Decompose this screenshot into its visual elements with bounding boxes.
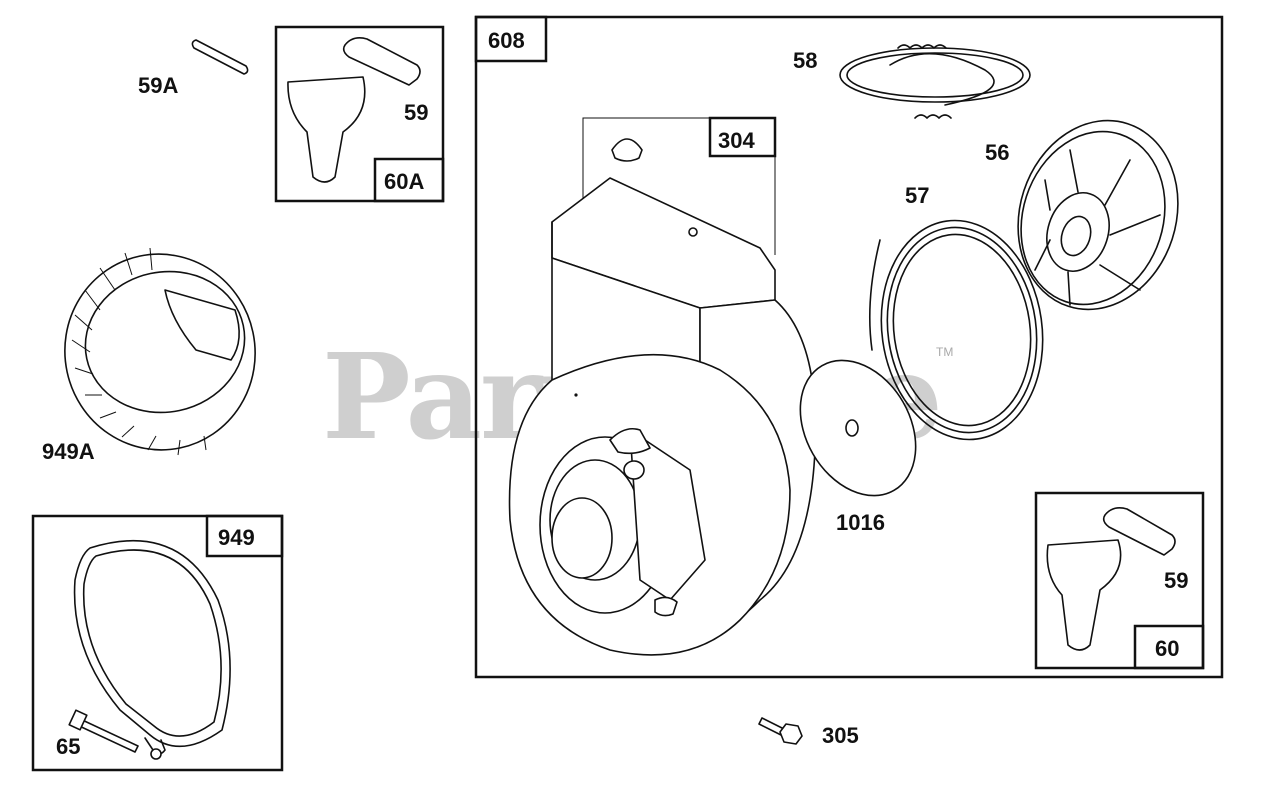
screw-head-icon [68, 709, 88, 731]
starter-body-block [629, 429, 706, 601]
callout-60A[interactable]: 60A [384, 169, 424, 194]
pin-59A[interactable]: 59A [138, 39, 249, 98]
pin-icon [191, 39, 249, 75]
callout-65[interactable]: 65 [56, 734, 80, 759]
handle-insert-right-icon [1102, 507, 1176, 556]
pulley-spokes [1034, 149, 1161, 306]
pulley-hub [1046, 192, 1110, 272]
callout-304[interactable]: 304 [718, 128, 755, 153]
screen-clamp-949-frame [31, 514, 284, 772]
spring-coil-2 [886, 226, 1038, 434]
screw-305-head-icon [779, 723, 803, 745]
handle-kit-60[interactable]: 60 59 [1034, 491, 1205, 670]
callout-304-box [708, 116, 777, 158]
callout-59-left[interactable]: 59 [404, 100, 428, 125]
handle-grip-left-icon [287, 76, 366, 183]
callout-949A[interactable]: 949A [42, 439, 95, 464]
handle-grip-right-icon [1046, 539, 1122, 651]
pulley-56[interactable]: 56 [985, 100, 1202, 331]
callout-305[interactable]: 305 [822, 723, 859, 748]
callout-58[interactable]: 58 [793, 48, 817, 73]
handle-kit-60A[interactable]: 60A 59 [274, 25, 445, 203]
washer-1016[interactable]: 1016 [777, 340, 939, 535]
handle-kit-60A-frame [274, 25, 445, 203]
blower-housing-304[interactable]: 304 [508, 116, 817, 656]
screw-65[interactable]: 65 [56, 709, 139, 759]
washer-hole [845, 419, 859, 437]
assembly-608[interactable]: 608 [474, 15, 1224, 679]
callout-60A-box [373, 157, 445, 203]
callout-949-box [205, 514, 284, 558]
rotating-screen-949A[interactable]: 949A [42, 236, 273, 467]
starter-cup-hole [551, 497, 613, 579]
clamp-band-outer [73, 540, 231, 748]
callout-59-right[interactable]: 59 [1164, 568, 1188, 593]
part-plug-icon [611, 138, 643, 162]
screw-305[interactable]: 305 [758, 717, 859, 748]
clamp-band-inner [82, 549, 222, 737]
rope-coil-top [897, 44, 947, 49]
watermark-trademark: TM [936, 345, 953, 359]
rope-loop-inner [846, 52, 1024, 98]
starter-tab-bottom [654, 596, 678, 617]
callout-60-box [1133, 624, 1205, 670]
part-304-bracket [582, 117, 776, 255]
pulley-rim-inner [1020, 130, 1166, 306]
screen-fins [71, 247, 207, 456]
callout-59A[interactable]: 59A [138, 73, 178, 98]
callout-1016[interactable]: 1016 [836, 510, 885, 535]
spring-coil-1 [880, 219, 1044, 441]
handle-insert-left-icon [342, 37, 421, 86]
housing-hole [688, 227, 698, 237]
handle-kit-60-frame [1034, 491, 1205, 670]
rope-loop-tail [889, 52, 995, 106]
pulley-bore [1060, 215, 1092, 257]
assembly-608-frame [474, 15, 1224, 679]
clamp-nut-icon [150, 748, 162, 760]
housing-rivet [574, 393, 578, 397]
callout-57[interactable]: 57 [905, 183, 929, 208]
screw-shank-icon [74, 717, 139, 753]
spring-end [869, 239, 881, 351]
rope-loop-outer [839, 47, 1031, 103]
screen-tab [164, 289, 240, 361]
screen-clamp-949[interactable]: 949 65 [31, 514, 284, 772]
starter-boss [623, 460, 645, 480]
starter-rope-58[interactable]: 58 [793, 44, 1031, 119]
callout-60[interactable]: 60 [1155, 636, 1179, 661]
spring-coil-3 [892, 233, 1032, 427]
rope-coil-bottom [914, 114, 952, 119]
callout-949[interactable]: 949 [218, 525, 255, 550]
rewind-spring-57[interactable]: 57 [867, 183, 1056, 450]
callout-608-box [474, 15, 548, 63]
callout-56[interactable]: 56 [985, 140, 1009, 165]
starter-tab-top [609, 427, 651, 455]
callout-608[interactable]: 608 [488, 28, 525, 53]
